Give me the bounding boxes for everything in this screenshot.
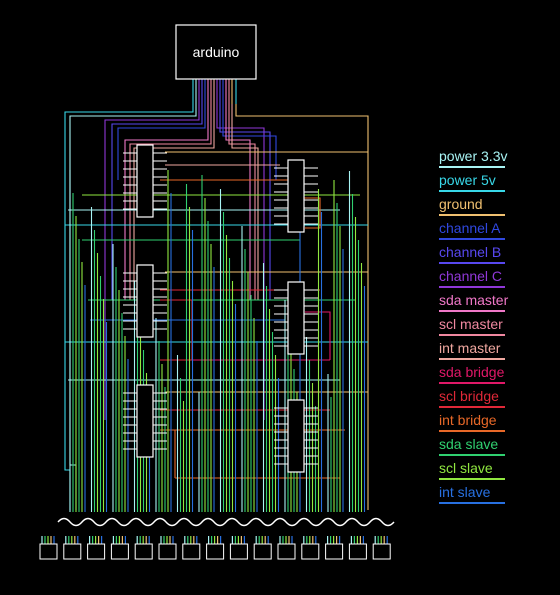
chip-body (136, 384, 154, 458)
legend-label: ground (439, 196, 483, 212)
ground-main (235, 104, 369, 510)
int-master-right (231, 104, 259, 300)
legend-label: channel B (439, 244, 501, 260)
legend-label: scl master (439, 316, 503, 332)
legend-item: scl bridge (439, 388, 505, 408)
legend-label: int master (439, 340, 501, 356)
chip-layer (123, 144, 318, 473)
connector (277, 536, 296, 560)
channel-a-right (222, 104, 277, 180)
mux-chip (274, 281, 318, 355)
connector (325, 536, 344, 560)
connector-body (182, 543, 201, 560)
connector-body (206, 543, 225, 560)
legend-label: int slave (439, 484, 491, 500)
scl-bridge-jog (160, 299, 193, 361)
connector-body (158, 543, 177, 560)
legend-label: channel C (439, 268, 502, 284)
connector-body (372, 543, 391, 560)
connector-body (134, 543, 153, 560)
legend-label: int bridge (439, 412, 497, 428)
connector-body (348, 543, 367, 560)
channel-b-right (219, 104, 271, 300)
connector-body (110, 543, 129, 560)
legend-item: int master (439, 340, 505, 360)
connector (182, 536, 201, 560)
arduino-label: arduino (193, 44, 240, 60)
legend: power 3.3v power 5v ground channel A channel… (439, 148, 509, 504)
connector-body (253, 543, 272, 560)
legend-item: channel C (439, 268, 505, 288)
connector-body (87, 543, 106, 560)
chip-body (287, 281, 305, 355)
legend-item: ground (439, 196, 505, 216)
legend-label: power 5v (439, 172, 496, 188)
chip-body (287, 159, 305, 233)
legend-label: channel A (439, 220, 501, 236)
legend-label: sda slave (439, 436, 498, 452)
connector (63, 536, 82, 560)
sda-master-right (225, 104, 251, 300)
legend-item: scl master (439, 316, 505, 336)
chip-body (136, 264, 154, 338)
connector (39, 536, 58, 560)
legend-item: channel B (439, 244, 505, 264)
connector (253, 536, 272, 560)
connector-body (301, 543, 320, 560)
connector (229, 536, 248, 560)
mux-chip (123, 264, 167, 338)
connector-body (229, 543, 248, 560)
connector (301, 536, 320, 560)
connector (348, 536, 367, 560)
cut-line (57, 517, 395, 527)
legend-item: sda master (439, 292, 509, 312)
connector (134, 536, 153, 560)
connector-body (63, 543, 82, 560)
mux-chip (274, 399, 318, 473)
legend-label: sda bridge (439, 364, 505, 380)
connector (206, 536, 225, 560)
legend-item: int bridge (439, 412, 505, 432)
int-master-left (133, 104, 215, 300)
connector-body (325, 543, 344, 560)
sda-master-left (124, 104, 209, 300)
legend-label: scl slave (439, 460, 493, 476)
connector-body (277, 543, 296, 560)
arduino-outline (175, 24, 257, 80)
legend-item: power 5v (439, 172, 505, 192)
arduino-box: arduino (175, 24, 257, 80)
legend-item: sda bridge (439, 364, 505, 384)
mux-chip (123, 144, 167, 218)
wire-layer (64, 79, 369, 512)
mux-chip (274, 159, 318, 233)
connector-body (39, 543, 58, 560)
legend-label: scl bridge (439, 388, 499, 404)
scl-master-left (129, 104, 212, 300)
legend-item: sda slave (439, 436, 505, 456)
channel-a-left (117, 104, 206, 180)
connector (372, 536, 391, 560)
cut-wave (57, 517, 395, 527)
connector (158, 536, 177, 560)
sda-bridge-jog (305, 311, 331, 360)
connector-row (39, 536, 391, 560)
channel-b-left (111, 104, 203, 300)
connector (110, 536, 129, 560)
connector (87, 536, 106, 560)
chip-body (287, 399, 305, 473)
mux-chip (123, 384, 167, 458)
legend-label: power 3.3v (439, 148, 507, 164)
chip-body (136, 144, 154, 218)
channel-c-left (104, 104, 200, 420)
scl-master-right (228, 104, 256, 300)
legend-item: power 3.3v (439, 148, 507, 168)
legend-item: channel A (439, 220, 505, 240)
int-bridge-jog (300, 197, 321, 229)
legend-label: sda master (439, 292, 509, 308)
legend-item: scl slave (439, 460, 505, 480)
legend-item: int slave (439, 484, 505, 504)
